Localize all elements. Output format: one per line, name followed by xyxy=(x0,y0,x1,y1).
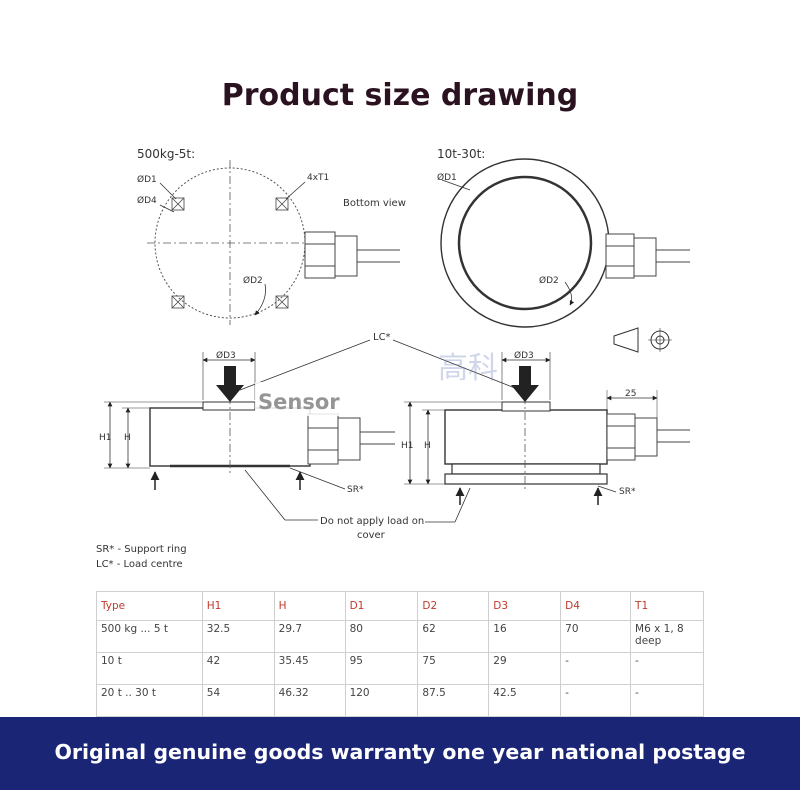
left-d1-label: ØD1 xyxy=(137,174,157,185)
left-model-label: 500kg-5t: xyxy=(137,147,195,161)
left-d2-label: ØD2 xyxy=(243,275,263,286)
cell: 46.32 xyxy=(273,684,346,717)
header-d2: D2 xyxy=(417,591,490,621)
bottom-view-label: Bottom view xyxy=(343,198,406,209)
header-type: Type xyxy=(96,591,203,621)
cell: 62 xyxy=(417,620,490,653)
cell: 35.45 xyxy=(273,652,346,685)
cell: 54 xyxy=(201,684,275,717)
cell: 70 xyxy=(560,620,632,653)
product-drawing: 500kg-5t: ØD1 ØD4 4xT1 Bottom vi xyxy=(99,147,690,541)
cover-note-line1: Do not apply load on xyxy=(320,516,424,527)
left-h-label: H xyxy=(124,433,131,443)
cell: 29.7 xyxy=(273,620,346,653)
cell: - xyxy=(560,652,632,685)
legend-notes: SR* - Support ring LC* - Load centre xyxy=(96,542,187,572)
cell: 120 xyxy=(344,684,419,717)
cell: 95 xyxy=(344,652,419,685)
cell: 75 xyxy=(417,652,490,685)
header-h1: H1 xyxy=(201,591,275,621)
right-d3-label: ØD3 xyxy=(514,350,534,361)
cell: 20 t .. 30 t xyxy=(96,684,203,717)
right-side-view xyxy=(404,352,690,523)
table-row: 20 t .. 30 t 54 46.32 120 87.5 42.5 - - xyxy=(96,684,704,717)
cell: 32.5 xyxy=(201,620,275,653)
cell: 42 xyxy=(201,652,275,685)
right-d2-label: ØD2 xyxy=(539,275,559,286)
watermark-box xyxy=(255,382,345,416)
page-title: Product size drawing xyxy=(221,78,579,113)
right-sr-label: SR* xyxy=(619,487,636,497)
right-h1-label: H1 xyxy=(401,441,414,451)
dim-25-label: 25 xyxy=(625,389,636,399)
header-h: H xyxy=(273,591,346,621)
cell: 29 xyxy=(488,652,562,685)
cell: - xyxy=(630,684,704,717)
right-h-label: H xyxy=(424,441,431,451)
spec-table: Type H1 H D1 D2 D3 D4 T1 500 kg ... 5 t … xyxy=(96,591,704,717)
cell: 500 kg ... 5 t xyxy=(96,620,203,653)
header-t1: T1 xyxy=(630,591,704,621)
left-sr-label: SR* xyxy=(347,485,364,495)
cell: 80 xyxy=(344,620,419,653)
right-top-view xyxy=(440,158,690,353)
header-d3: D3 xyxy=(488,591,562,621)
promo-banner xyxy=(0,717,800,790)
lc-label: LC* xyxy=(373,332,391,343)
cell: 16 xyxy=(488,620,562,653)
cell: - xyxy=(560,684,632,717)
header-d4: D4 xyxy=(560,591,632,621)
cell: 42.5 xyxy=(488,684,562,717)
note-sr: SR* - Support ring xyxy=(96,544,187,555)
cell: 10 t xyxy=(96,652,203,685)
left-h1-label: H1 xyxy=(99,433,112,443)
right-d1-label: ØD1 xyxy=(437,172,457,183)
left-d4-label: ØD4 xyxy=(137,195,157,206)
watermark-text: Sensor xyxy=(258,390,340,414)
promo-banner-text: Original genuine goods warranty one year… xyxy=(54,740,746,764)
left-top-view xyxy=(147,160,400,325)
table-row: 10 t 42 35.45 95 75 29 - - xyxy=(96,652,704,685)
cell: - xyxy=(630,652,704,685)
right-model-label: 10t-30t: xyxy=(437,147,485,161)
table-row: 500 kg ... 5 t 32.5 29.7 80 62 16 70 M6 … xyxy=(96,620,704,653)
left-d3-label: ØD3 xyxy=(216,350,236,361)
cell: 87.5 xyxy=(417,684,490,717)
cover-note-line2: cover xyxy=(357,530,386,541)
left-t1-label: 4xT1 xyxy=(307,173,329,183)
left-side-view xyxy=(104,352,395,521)
cell: M6 x 1, 8 deep xyxy=(630,620,704,653)
header-d1: D1 xyxy=(344,591,419,621)
table-header-row: Type H1 H D1 D2 D3 D4 T1 xyxy=(96,591,704,621)
watermark-cn-text: 高科 xyxy=(438,351,498,386)
note-lc: LC* - Load centre xyxy=(96,559,183,570)
